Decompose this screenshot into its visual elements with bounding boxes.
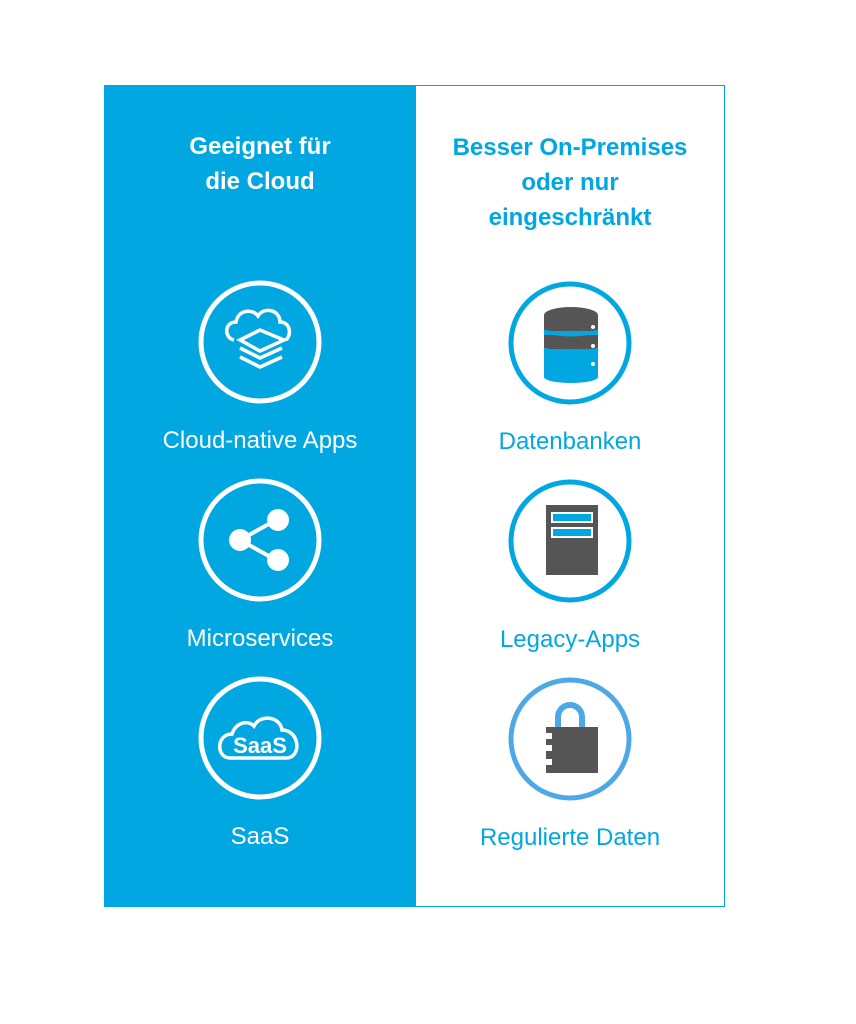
item-regulierte-daten: Regulierte Daten xyxy=(416,675,724,853)
title-line: eingeschränkt xyxy=(488,204,652,231)
item-datenbanken: Datenbanken xyxy=(416,279,724,457)
item-cloud-native-apps: Cloud-native Apps xyxy=(104,278,416,456)
cloud-suitable-panel: Geeignet für die Cloud Cloud-native Apps… xyxy=(104,85,416,907)
item-microservices: Microservices xyxy=(104,476,416,654)
item-saas: SaaS SaaS xyxy=(104,674,416,852)
item-legacy-apps: Legacy-Apps xyxy=(416,477,724,655)
saas-cloud-icon: SaaS xyxy=(198,676,322,800)
lock-icon xyxy=(508,677,632,801)
item-label: Cloud-native Apps xyxy=(162,427,358,454)
server-icon xyxy=(508,479,632,603)
item-label: Regulierte Daten xyxy=(479,824,661,851)
cloud-layers-icon xyxy=(198,280,322,404)
title-line: oder nur xyxy=(521,169,619,196)
title-line: Besser On-Premises xyxy=(452,134,688,161)
title-line: Geeignet für xyxy=(189,133,331,160)
item-label: Legacy-Apps xyxy=(499,626,641,653)
cloud-suitable-title: Geeignet für die Cloud xyxy=(104,129,416,199)
item-label: SaaS xyxy=(230,823,290,850)
title-line: die Cloud xyxy=(205,168,315,195)
share-nodes-icon xyxy=(198,478,322,602)
item-label: Datenbanken xyxy=(498,428,642,455)
item-label: Microservices xyxy=(186,625,334,652)
on-premises-panel: Besser On-Premises oder nur eingeschränk… xyxy=(415,85,725,907)
saas-icon-text: SaaS xyxy=(233,733,287,758)
on-premises-title: Besser On-Premises oder nur eingeschränk… xyxy=(416,130,724,235)
database-icon xyxy=(508,281,632,405)
